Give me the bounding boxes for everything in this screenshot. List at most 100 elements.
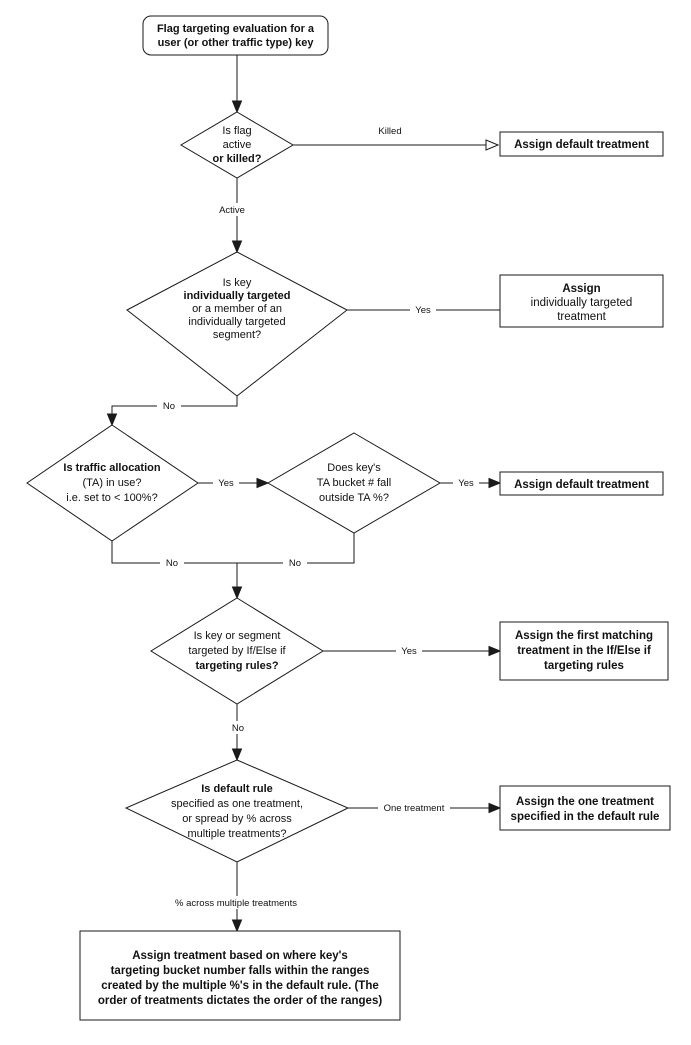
d3a-label-line1: Is traffic allocation (63, 462, 160, 474)
b6-label-line2: targeting bucket number falls within the… (111, 965, 370, 977)
edge-start-to-d1 (231, 55, 243, 114)
active-label-bg (212, 203, 249, 216)
d3a-yes-label-bg (213, 476, 239, 489)
d3b-label-line3: outside TA %? (319, 492, 389, 504)
node-decision-ifelse-targeting-rules[interactable]: Is key or segment targeted by If/Else if… (150, 597, 324, 705)
d3b-yes-label-bg (453, 476, 479, 489)
b1-shape (499, 131, 664, 157)
d4-yes-label-bg (396, 644, 422, 657)
d5-label-line4: multiple treatments? (187, 828, 286, 840)
node-decision-ta-bucket[interactable]: Does key's TA bucket # fall outside TA %… (267, 432, 441, 534)
edge-label-d3a-no: No (166, 558, 178, 569)
d3a-label-line3: i.e. set to < 100%? (66, 492, 157, 504)
arrowhead-icon (256, 477, 270, 489)
edge-label-d4-no: No (232, 723, 244, 734)
d4-label-line3: targeting rules? (195, 660, 278, 672)
b5-label-line2: specified in the default rule (511, 811, 660, 823)
edge-d2-no: No (106, 396, 238, 427)
d5-label-line2: specified as one treatment, (171, 798, 303, 810)
b2-label-line2: individually targeted (531, 297, 633, 309)
d1-label-line2: active (223, 139, 252, 151)
b3-label: Assign default treatment (514, 479, 649, 491)
d1-label-line3: or killed? (213, 153, 262, 165)
arrowhead-icon (106, 413, 118, 427)
d2-label-line5: segment? (213, 329, 261, 341)
edge-label-killed: Killed (378, 126, 401, 137)
edge-label-active: Active (219, 205, 245, 216)
d4-label-line1: Is key or segment (194, 630, 281, 642)
d3b-label-line2: TA bucket # fall (317, 477, 391, 489)
edge-d3a-yes: Yes (198, 476, 270, 489)
edge-d1-killed: Killed (293, 124, 500, 151)
d4-no-label-bg (226, 721, 250, 734)
b2-label-line1: Assign (562, 283, 600, 295)
edge-label-d3b-yes: Yes (458, 478, 474, 489)
d3b-label-line1: Does key's (327, 462, 381, 474)
edge-label-d3b-no: No (289, 558, 301, 569)
edge-d3a-no: No (111, 541, 237, 569)
d5-label-line1: Is default rule (201, 783, 273, 795)
edge-label-d5-percent: % across multiple treatments (175, 898, 297, 909)
b5-shape (499, 785, 671, 831)
killed-label-bg (373, 124, 407, 137)
node-assign-first-matching-treatment[interactable]: Assign the first matching treatment in t… (499, 621, 669, 681)
node-decision-traffic-allocation[interactable]: Is traffic allocation (TA) in use? i.e. … (26, 424, 199, 542)
d5-one-label-bg (378, 801, 450, 814)
b2-shape (499, 274, 664, 328)
d3a-no-label-bg (160, 556, 184, 569)
b6-shape (79, 930, 401, 1021)
node-assign-default-treatment-2[interactable]: Assign default treatment (499, 471, 664, 496)
start-shape (142, 15, 329, 56)
edge-d3b-yes: Yes (440, 476, 502, 489)
arrowhead-icon (231, 748, 243, 762)
b2-label-line3: treatment (557, 311, 606, 323)
node-decision-individually-targeted[interactable]: Is key individually targeted or a member… (126, 251, 348, 397)
node-assign-one-treatment-default-rule[interactable]: Assign the one treatment specified in th… (499, 785, 671, 831)
arrowhead-icon (488, 477, 502, 489)
b4-label-line3: targeting rules (544, 660, 624, 672)
d3b-no-label-bg (283, 556, 307, 569)
d2-label-line1: Is key (223, 277, 252, 289)
arrowhead-open-icon (485, 139, 500, 151)
b4-label-line2: treatment in the If/Else if (517, 645, 651, 657)
start-label-line1: Flag targeting evaluation for a (157, 23, 315, 35)
d5-percent-label-bg (157, 896, 317, 909)
edge-merge-to-d4 (231, 563, 243, 600)
b1-label: Assign default treatment (514, 139, 649, 151)
b4-shape (499, 621, 669, 681)
arrowhead-icon (488, 645, 502, 657)
b6-label-line1: Assign treatment based on where key's (132, 950, 348, 962)
d2-label-line4: individually targeted (188, 316, 285, 328)
node-assign-default-treatment-1[interactable]: Assign default treatment (499, 131, 664, 157)
start-label-line2: user (or other traffic type) key (158, 37, 315, 49)
d5-label-line3: or spread by % across (182, 813, 292, 825)
edge-d4-no: No (226, 704, 250, 762)
arrowhead-icon (231, 586, 243, 600)
edge-d5-one-treatment: One treatment (348, 801, 502, 814)
edge-label-d2-no: No (163, 401, 175, 412)
arrowhead-icon (231, 240, 243, 254)
edge-d1-active: Active (212, 178, 249, 254)
b3-shape (499, 471, 664, 496)
edge-d2-yes: Yes (347, 303, 500, 316)
d5-shape (124, 759, 350, 863)
edge-label-d4-yes: Yes (401, 646, 417, 657)
node-decision-default-rule[interactable]: Is default rule specified as one treatme… (124, 759, 350, 863)
arrowhead-icon (231, 919, 243, 933)
arrowhead-icon (231, 100, 243, 114)
edge-label-d5-one: One treatment (384, 803, 445, 814)
node-decision-flag-active-or-killed[interactable]: Is flag active or killed? (180, 111, 294, 179)
node-start[interactable]: Flag targeting evaluation for a user (or… (142, 15, 329, 56)
edge-label-d2-yes: Yes (415, 305, 431, 316)
d2-yes-label-bg (410, 303, 436, 316)
d1-label-line1: Is flag (222, 125, 251, 137)
node-assign-individually-targeted-treatment[interactable]: Assign individually targeted treatment (499, 274, 664, 328)
edge-d5-percent-across: % across multiple treatments (157, 862, 317, 933)
node-assign-treatment-by-bucket-ranges[interactable]: Assign treatment based on where key's ta… (79, 930, 401, 1021)
b5-label-line1: Assign the one treatment (516, 796, 654, 808)
b6-label-line3: created by the multiple %'s in the defau… (101, 980, 379, 992)
arrowhead-icon (488, 802, 502, 814)
d4-label-line2: targeted by If/Else if (188, 645, 286, 657)
d2-no-label-bg (157, 399, 181, 412)
